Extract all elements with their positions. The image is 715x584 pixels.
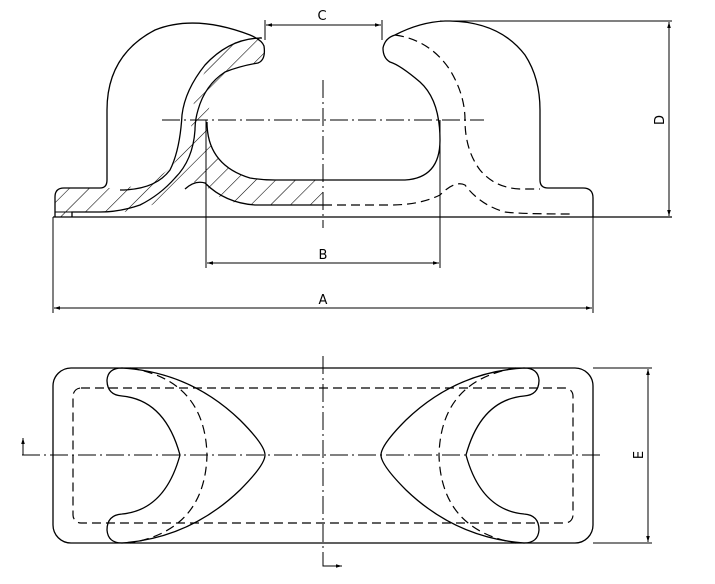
section-arrow-right-icon — [322, 555, 342, 568]
left-section-outline-2 — [206, 121, 323, 181]
left-section-outline-3 — [184, 181, 323, 206]
dimension-e: E — [593, 367, 652, 544]
plan-view — [21, 356, 604, 568]
section-view — [53, 20, 672, 228]
section-hatched-body — [55, 36, 323, 218]
right-horn-plan-hidden — [438, 367, 517, 544]
dimension-label-b: B — [319, 248, 328, 263]
dimension-b: B — [205, 120, 441, 268]
right-horn-hidden-line — [394, 34, 540, 190]
dimension-label-a: A — [319, 293, 328, 308]
right-horn-plan-outline — [380, 367, 540, 544]
dimension-label-c: C — [317, 9, 326, 24]
base-hidden-line — [323, 183, 573, 217]
dimension-c: C — [264, 9, 383, 40]
left-horn-inner-profile — [119, 37, 263, 191]
dimension-a: A — [52, 217, 594, 313]
dimension-label-d: D — [653, 115, 668, 125]
left-horn-outer-profile — [54, 22, 266, 217]
left-section-outline — [71, 129, 196, 217]
right-horn-outer-profile — [449, 20, 594, 217]
cavity-right-profile — [323, 20, 450, 181]
dimension-label-e: E — [632, 451, 647, 459]
left-horn-plan-outline — [106, 367, 266, 544]
dimension-d: D — [653, 22, 671, 216]
